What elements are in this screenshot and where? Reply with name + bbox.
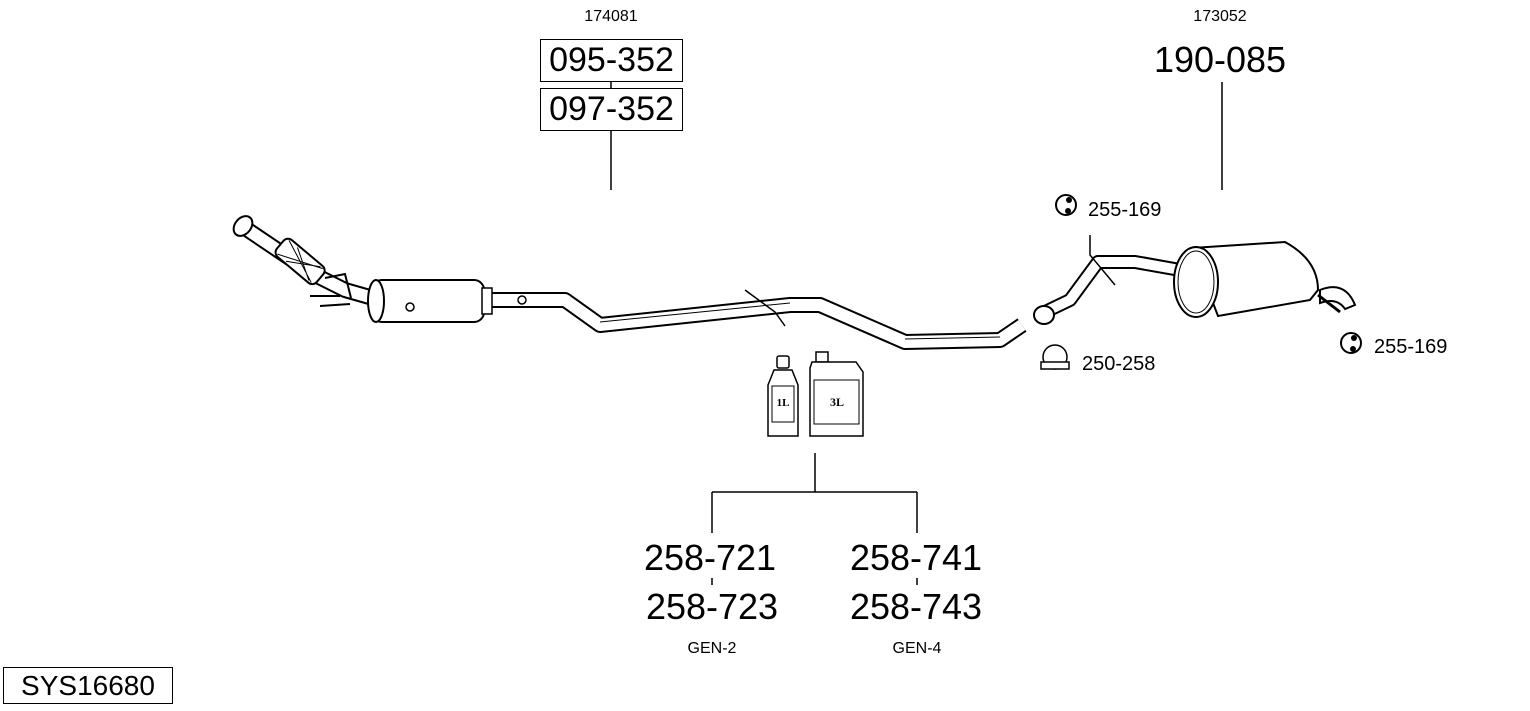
part-number[interactable]: 258-721	[643, 537, 777, 578]
bottle-large-label: 3L	[829, 395, 845, 409]
part-number[interactable]: 258-741	[849, 537, 983, 578]
part-number-box[interactable]: 097-352	[540, 88, 683, 131]
front-pipe-with-dpf	[232, 215, 1027, 350]
part-number[interactable]: 258-723	[645, 586, 779, 627]
part-number[interactable]: 190-085	[1153, 39, 1287, 80]
front-section-ref: 174081	[584, 8, 638, 25]
bottle-3l-icon	[809, 351, 864, 437]
part-number-clamp[interactable]: 250-258	[1082, 353, 1156, 375]
part-number-hanger[interactable]: 255-169	[1088, 199, 1162, 221]
rear-silencer	[1033, 235, 1357, 325]
clamp-icon	[1040, 344, 1070, 370]
rubber-hanger-icon	[1055, 194, 1077, 216]
bottle-1l-icon	[767, 355, 799, 437]
bottle-small-label: 1L	[776, 397, 790, 409]
system-id: SYS16680	[3, 667, 173, 704]
rubber-hanger-icon	[1340, 332, 1362, 354]
rear-section-ref: 173052	[1193, 8, 1247, 25]
part-number-box[interactable]: 095-352	[540, 39, 683, 82]
part-number[interactable]: 258-743	[849, 586, 983, 627]
paste-grade: GEN-4	[892, 640, 942, 657]
part-number-hanger[interactable]: 255-169	[1374, 336, 1448, 358]
paste-grade: GEN-2	[687, 640, 737, 657]
